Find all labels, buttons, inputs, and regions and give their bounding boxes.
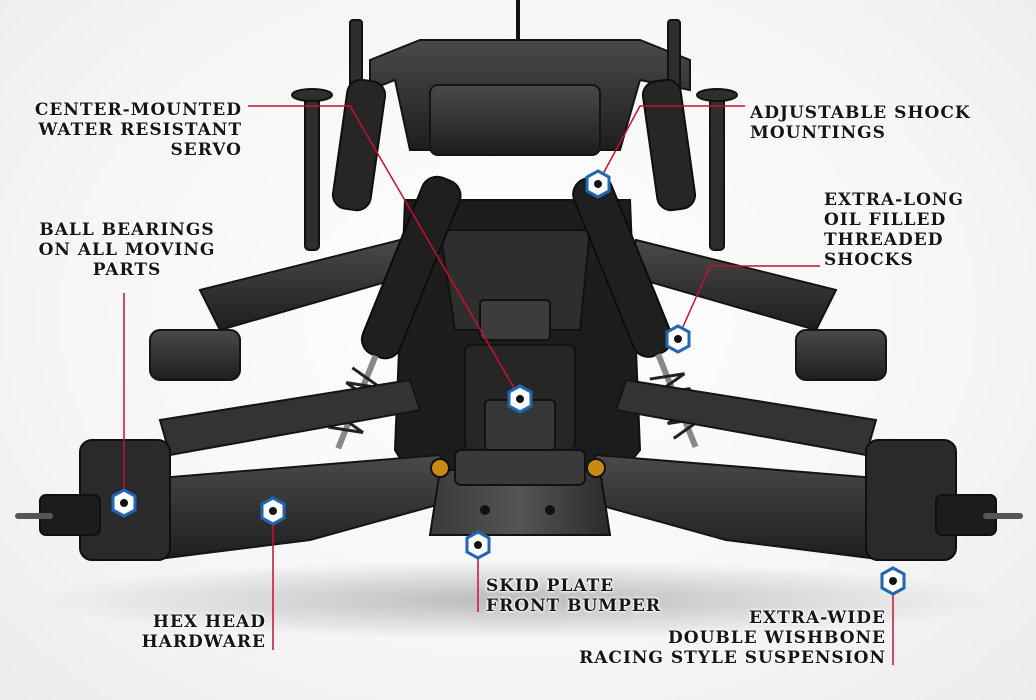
callout-servo: CENTER-MOUNTED WATER RESISTANT SERVO	[35, 100, 242, 160]
rear-shocks	[331, 78, 697, 212]
callout-bearings-line-1: BALL BEARINGS	[39, 220, 215, 240]
main-chassis	[393, 199, 642, 476]
callout-servo-line-2: WATER RESISTANT	[38, 120, 242, 140]
callout-shocks-line-3: THREADED	[824, 230, 944, 250]
rear-arms	[149, 238, 887, 381]
callout-servo-line-3: SERVO	[170, 140, 242, 160]
callout-shocks-line-2: OIL FILLED	[824, 210, 947, 230]
callout-suspension: EXTRA-WIDE DOUBLE WISHBONE RACING STYLE …	[579, 608, 886, 668]
rear-frame	[369, 39, 691, 156]
callout-shock-mount-line-1: ADJUSTABLE SHOCK	[750, 103, 971, 123]
callout-shocks: EXTRA-LONG OIL FILLED THREADED SHOCKS	[824, 190, 964, 270]
ground-shadow	[40, 560, 1000, 640]
leader-line-servo	[248, 105, 521, 399]
callout-shock-mount-line-2: MOUNTINGS	[750, 123, 886, 143]
callout-shocks-line-4: SHOCKS	[824, 250, 914, 270]
callout-bearings-line-2: ON ALL MOVING	[38, 240, 216, 260]
leader-line-shock-mount	[597, 105, 745, 184]
callout-hex-line-1: HEX HEAD	[152, 612, 266, 632]
callout-bearings-line-3: PARTS	[92, 260, 162, 280]
front-lower-arms	[133, 378, 903, 562]
callout-ball-bearings: BALL BEARINGS ON ALL MOVING PARTS	[28, 220, 226, 280]
front-hubs	[39, 439, 997, 561]
callout-skid-line-1: SKID PLATE	[486, 576, 615, 596]
callout-skid-line-2: FRONT BUMPER	[486, 596, 661, 616]
front-bumper-skid-plate	[428, 449, 612, 536]
callout-suspension-line-3: RACING STYLE SUSPENSION	[579, 648, 886, 668]
leader-line-shocks	[677, 265, 820, 339]
callout-hex-line-2: HARDWARE	[141, 632, 266, 652]
callout-hex-head: HEX HEAD HARDWARE	[142, 612, 266, 652]
callout-shock-mountings: ADJUSTABLE SHOCK MOUNTINGS	[750, 103, 971, 143]
callout-suspension-line-1: EXTRA-WIDE	[749, 608, 886, 628]
leader-lines	[123, 105, 894, 665]
callout-shocks-line-1: EXTRA-LONG	[824, 190, 964, 210]
callout-servo-line-1: CENTER-MOUNTED	[34, 100, 242, 120]
callout-skid-plate: SKID PLATE FRONT BUMPER	[486, 576, 661, 616]
callout-suspension-line-2: DOUBLE WISHBONE	[668, 628, 886, 648]
